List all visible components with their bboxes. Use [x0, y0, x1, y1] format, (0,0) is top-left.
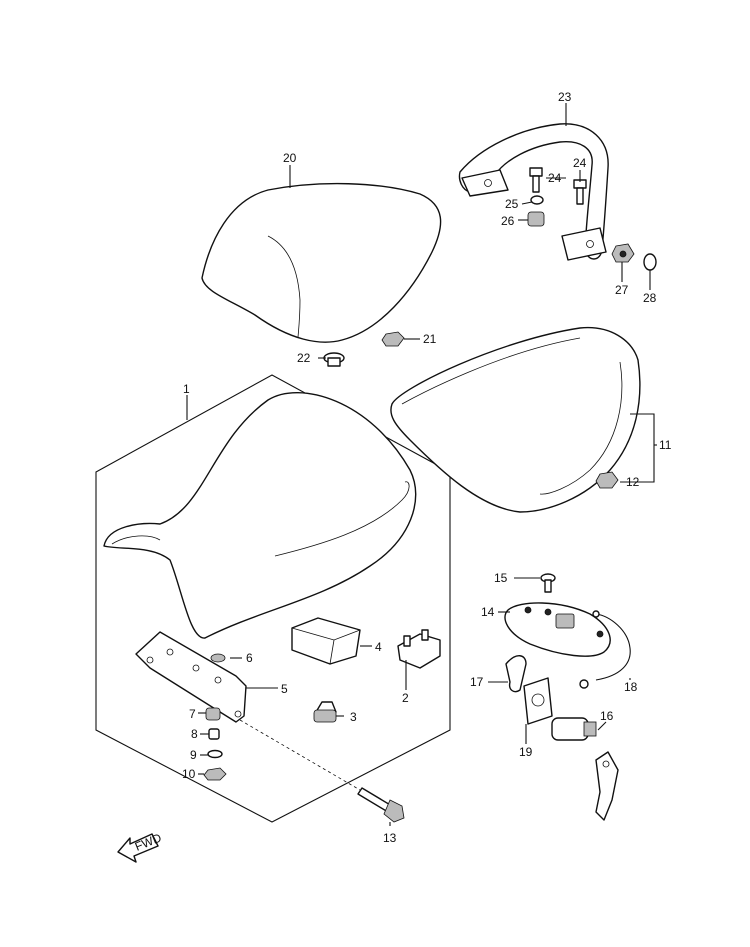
pad-4	[291, 617, 361, 665]
nut-10	[203, 767, 227, 781]
plate-19	[523, 677, 553, 725]
label-5: 5	[281, 682, 288, 696]
label-16: 16	[600, 709, 614, 723]
lock-bracket-14	[504, 602, 611, 657]
label-18: 18	[624, 680, 638, 694]
label-21: 21	[423, 332, 437, 346]
cap-28	[643, 253, 657, 271]
bracket-5	[135, 631, 247, 723]
forward-arrow-icon: FWD	[117, 830, 164, 863]
grommet-7	[205, 707, 221, 721]
washer-9	[207, 749, 223, 759]
nut-21	[381, 331, 405, 347]
label-10: 10	[182, 767, 196, 781]
nut-27	[611, 243, 635, 263]
damper-2	[397, 629, 441, 669]
label-26: 26	[501, 214, 515, 228]
label-28: 28	[643, 291, 657, 305]
bolt-24-right	[573, 179, 587, 205]
label-1: 1	[183, 382, 190, 396]
label-14: 14	[481, 605, 495, 619]
label-20: 20	[283, 151, 297, 165]
rear-seat	[201, 182, 442, 343]
label-24-right: 24	[573, 156, 587, 170]
assembly-1-boundary	[95, 374, 451, 823]
label-23: 23	[558, 90, 572, 104]
label-7: 7	[189, 707, 196, 721]
seat-cowl	[390, 326, 641, 513]
label-6: 6	[246, 651, 253, 665]
label-27: 27	[615, 283, 629, 297]
label-15: 15	[494, 571, 508, 585]
label-24-left: 24	[548, 171, 562, 185]
collar-8	[208, 728, 220, 740]
fastener-22	[323, 352, 345, 367]
label-3: 3	[350, 710, 357, 724]
label-2: 2	[402, 691, 409, 705]
grab-rail	[458, 123, 609, 261]
label-19: 19	[519, 745, 533, 759]
label-13: 13	[383, 831, 397, 845]
label-17: 17	[470, 675, 484, 689]
label-12: 12	[626, 475, 640, 489]
part-labels: 20 1 23 24 24 25 26 27 28 21 22 11 12 15…	[182, 90, 672, 845]
nut-12	[595, 471, 619, 489]
cushion-3	[313, 701, 337, 723]
leader-lines	[186, 103, 657, 826]
clip-17	[505, 655, 527, 693]
label-25: 25	[505, 197, 519, 211]
bushing-6	[210, 653, 226, 663]
collar-25	[530, 195, 544, 205]
label-8: 8	[191, 727, 198, 741]
seat-lock-cable-18	[579, 610, 631, 689]
screw-15	[540, 573, 556, 593]
label-22: 22	[297, 351, 311, 365]
label-11: 11	[659, 438, 672, 452]
cushion-26	[527, 211, 545, 227]
lock-set-16	[551, 717, 619, 821]
label-4: 4	[375, 640, 382, 654]
bolt-24-left	[529, 167, 543, 193]
bolt-13	[357, 787, 405, 823]
label-9: 9	[190, 748, 197, 762]
main-seat	[103, 392, 417, 639]
